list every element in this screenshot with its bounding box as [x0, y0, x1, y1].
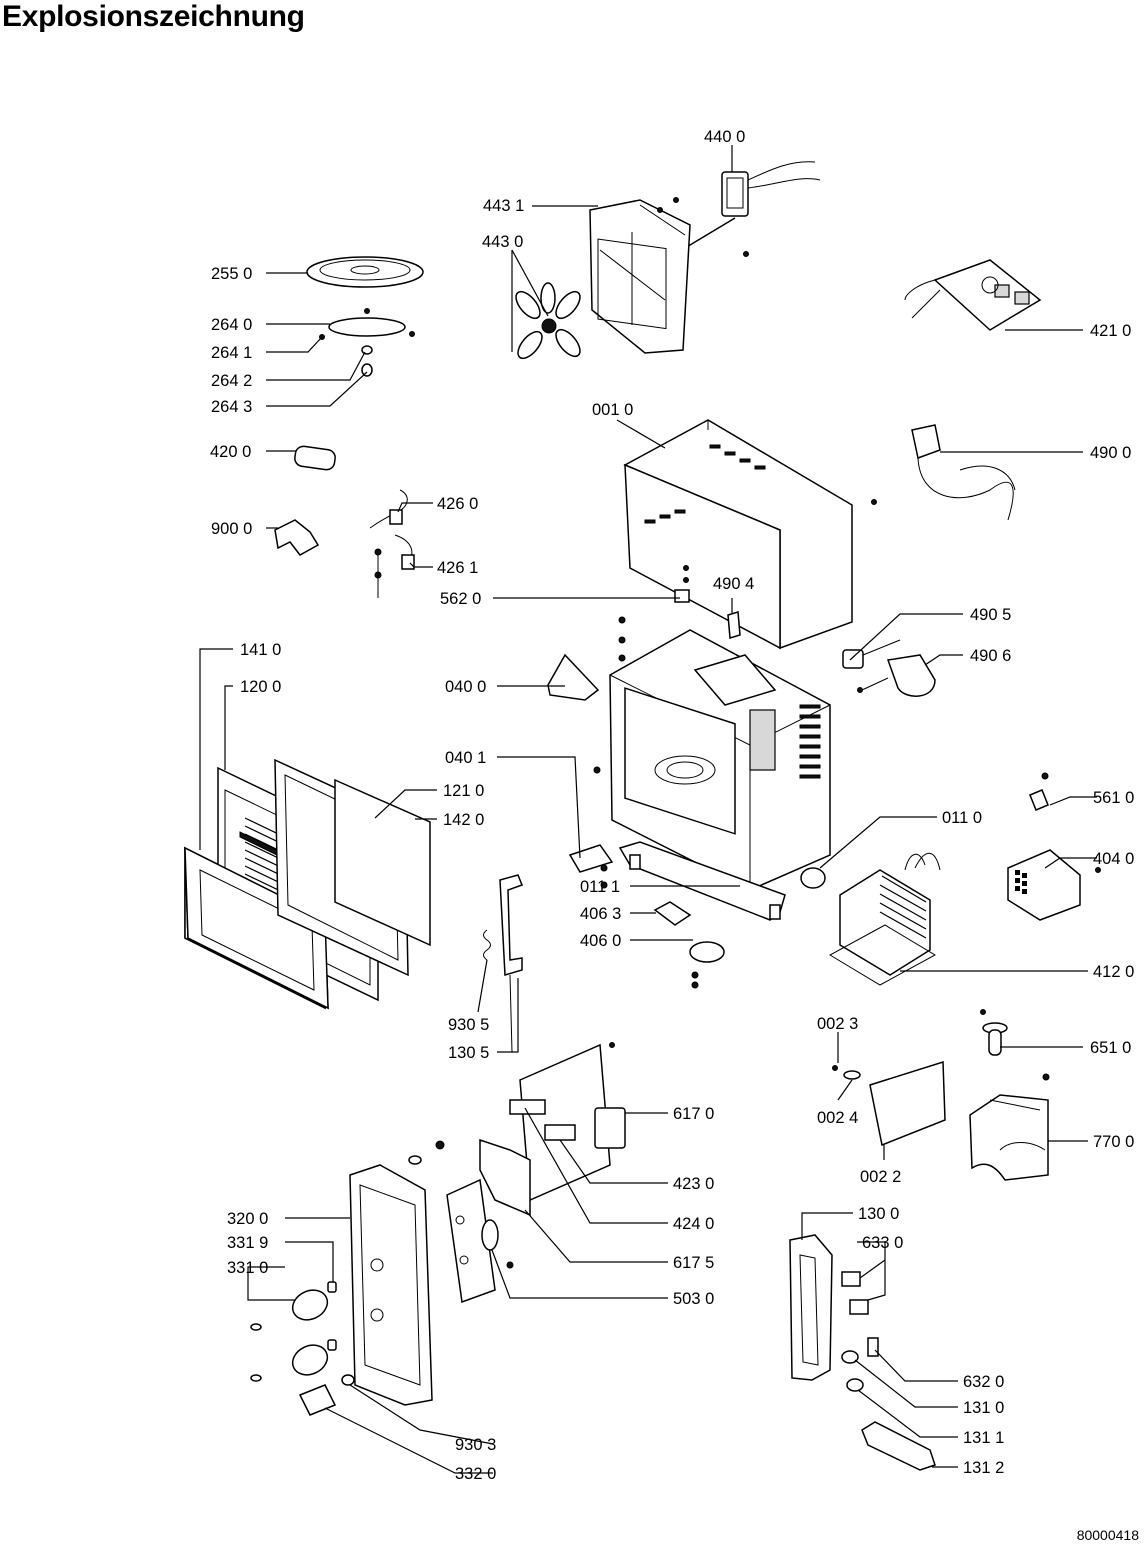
- callout-label: 420 0: [210, 443, 251, 461]
- callout-label: 002 3: [817, 1015, 858, 1033]
- capacitor-part: [294, 445, 336, 471]
- door-film-part: [334, 778, 431, 947]
- callout-label: 040 1: [445, 749, 486, 767]
- outer-case-part: [623, 419, 877, 650]
- callout-label: 423 0: [673, 1175, 714, 1193]
- document-number: 80000418: [1076, 1527, 1139, 1543]
- callout-label: 141 0: [240, 641, 281, 659]
- door-spring-part: [483, 874, 523, 1053]
- callout-label: 131 0: [963, 1399, 1004, 1417]
- page-title: Explosionszeichnung: [2, 0, 305, 33]
- callout-label: 121 0: [443, 782, 484, 800]
- bracket-part: [274, 519, 320, 556]
- turntable-plate-part: [306, 256, 424, 288]
- callout-label: 490 6: [970, 647, 1011, 665]
- callout-label: 130 0: [858, 1205, 899, 1223]
- callout-label: 561 0: [1093, 789, 1134, 807]
- callout-label: 131 1: [963, 1429, 1004, 1447]
- callout-label: 011 1: [580, 878, 620, 896]
- callout-label: 412 0: [1093, 963, 1134, 981]
- oven-cavity-chassis-part: [593, 616, 831, 891]
- callout-label: 131 2: [963, 1459, 1004, 1477]
- callout-label: 331 9: [227, 1234, 268, 1252]
- callout-label: 900 0: [211, 520, 252, 538]
- callout-label: 320 0: [227, 1210, 268, 1228]
- control-bracket-part: [479, 1042, 626, 1217]
- thermal-fuse-part: [369, 489, 415, 598]
- waveguide-cover-part: [832, 1060, 946, 1147]
- noise-filter-part: [842, 639, 936, 697]
- callout-label: 264 2: [211, 372, 252, 390]
- callout-label: 264 0: [211, 316, 252, 334]
- leader-lines: [199, 145, 1097, 1474]
- callout-label: 264 3: [211, 398, 252, 416]
- callout-label: 120 0: [240, 678, 281, 696]
- callout-label: 142 0: [443, 811, 484, 829]
- magnetron-part: [1007, 772, 1101, 921]
- callout-label: 404 0: [1093, 850, 1134, 868]
- circuit-board-part: [904, 259, 1042, 331]
- callout-label: 426 1: [437, 559, 478, 577]
- callout-label: 255 0: [211, 265, 252, 283]
- callout-label: 490 4: [713, 575, 754, 593]
- air-duct-part: [969, 1073, 1050, 1181]
- small-hardware-part: [674, 565, 741, 639]
- callout-label: 421 0: [1090, 322, 1131, 340]
- callout-label: 633 0: [862, 1234, 903, 1252]
- cooling-bracket-part: [618, 841, 786, 989]
- door-release-button-part: [298, 1374, 355, 1416]
- callout-label: 406 0: [580, 932, 621, 950]
- callout-label: 426 0: [437, 495, 478, 513]
- callout-label: 617 5: [673, 1254, 714, 1272]
- callout-label: 424 0: [673, 1215, 714, 1233]
- fan-blade-part: [515, 282, 581, 360]
- callout-label: 930 5: [448, 1016, 489, 1034]
- callout-label: 443 1: [483, 197, 524, 215]
- door-latch-part: [861, 1421, 936, 1471]
- callout-label: 770 0: [1093, 1133, 1134, 1151]
- callout-label: 001 0: [592, 401, 633, 419]
- lamp-part: [980, 1009, 1008, 1056]
- interlock-holder-part: [789, 1234, 879, 1392]
- callout-label: 040 0: [445, 678, 486, 696]
- callout-label: 332 0: [455, 1465, 496, 1483]
- callout-label: 331 0: [227, 1259, 268, 1277]
- callout-label: 002 2: [860, 1168, 901, 1186]
- power-cord-part: [911, 424, 1016, 521]
- callout-label: 406 3: [580, 905, 621, 923]
- fan-motor-part: [684, 161, 821, 257]
- timer-module-part: [446, 1178, 514, 1304]
- callout-label: 930 3: [455, 1436, 496, 1454]
- callout-label: 617 0: [673, 1105, 714, 1123]
- callout-label: 011 0: [942, 809, 982, 827]
- callout-label: 440 0: [704, 128, 745, 146]
- callout-label: 490 0: [1090, 444, 1131, 462]
- callout-label: 130 5: [448, 1044, 489, 1062]
- roller-ring-part: [319, 308, 415, 377]
- callout-label: 632 0: [963, 1373, 1004, 1391]
- mounting-brackets-part: [547, 653, 614, 889]
- callout-label: 562 0: [440, 590, 481, 608]
- callout-labels: 440 0 443 1 443 0 255 0 264 0 264 1 264 …: [210, 128, 1134, 1483]
- control-panel-part: [349, 1140, 445, 1406]
- callout-label: 002 4: [817, 1109, 858, 1127]
- transformer-part: [800, 852, 941, 986]
- callout-label: 264 1: [211, 344, 252, 362]
- callout-label: 443 0: [482, 233, 523, 251]
- control-knobs-part: [250, 1281, 337, 1382]
- callout-label: 490 5: [970, 606, 1011, 624]
- fan-housing-part: [589, 197, 691, 354]
- callout-label: 651 0: [1090, 1039, 1131, 1057]
- callout-label: 503 0: [673, 1290, 714, 1308]
